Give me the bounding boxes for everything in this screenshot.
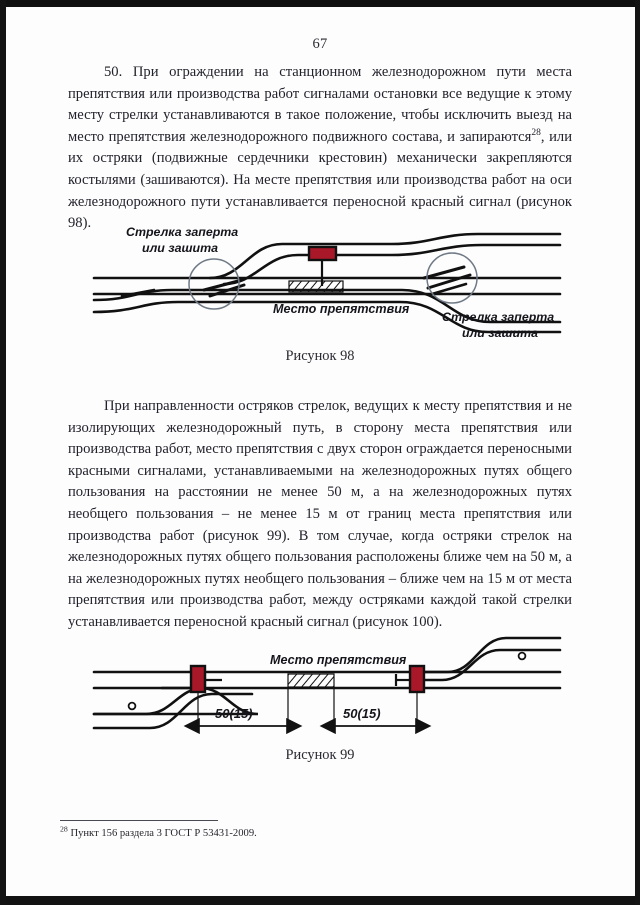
- scan-edge-bottom: [0, 896, 640, 905]
- label-switch-right-line1: Стрелка заперта: [442, 310, 554, 324]
- figure-99: Место препятствия 50(15) 50(15): [92, 628, 562, 740]
- switch-left-outer-blade: [120, 288, 156, 298]
- label-obstacle-99: Место препятствия: [270, 653, 407, 667]
- footnote-separator: [60, 820, 218, 821]
- track-left-diverging-c: [92, 692, 254, 730]
- paragraph-51: При направленности остряков стрелок, вед…: [68, 396, 572, 634]
- paragraph-51-text: При направленности остряков стрелок, вед…: [68, 398, 572, 630]
- label-switch-left-line1: Стрелка заперта: [126, 225, 238, 239]
- scan-edge-right: [635, 0, 640, 905]
- footnote-reference-28[interactable]: 28: [531, 127, 541, 138]
- label-switch-left-line2: или зашита: [142, 241, 218, 255]
- obstacle-hatched-area: [288, 280, 344, 293]
- figure-99-caption: Рисунок 99: [285, 747, 355, 763]
- portable-red-signal-left: [189, 664, 222, 694]
- scan-edge-left: [0, 0, 6, 905]
- track-right-diverging-a: [410, 636, 562, 674]
- switch-right-blade-a: [422, 265, 466, 280]
- portable-red-signal-right: [394, 664, 426, 694]
- paragraph-50-text-after-footnote: , или их остряки (подвижные сердечники к…: [68, 128, 573, 232]
- footnote-marker: 28: [60, 824, 68, 834]
- switch-right-highlight-circle: [426, 252, 478, 304]
- portable-red-signal: [307, 245, 338, 262]
- reference-marker-right: [517, 651, 527, 661]
- paragraph-50: 50. При ограждении на станционном железн…: [68, 62, 572, 235]
- label-distance-right: 50(15): [343, 706, 381, 721]
- figure-98: Стрелка заперта или зашита Место препятс…: [92, 222, 562, 342]
- page-number: 67: [312, 36, 328, 52]
- label-obstacle-98: Место препятствия: [273, 302, 410, 316]
- track-upper-outer: [208, 232, 562, 280]
- scan-edge-top: [0, 0, 640, 7]
- track-lower-outer-a: [92, 288, 562, 324]
- switch-right-blade-b: [426, 273, 472, 290]
- track-lower-outer-b: [92, 300, 562, 334]
- footnote-text: Пункт 156 раздела 3 ГОСТ Р 53431-2009.: [67, 828, 257, 839]
- switch-left-blade-a: [202, 278, 244, 292]
- footnote-28: 28 Пункт 156 раздела 3 ГОСТ Р 53431-2009…: [60, 824, 500, 841]
- switch-left-highlight-circle: [188, 258, 240, 310]
- label-distance-left: 50(15): [215, 706, 253, 721]
- track-upper-inner: [222, 243, 562, 286]
- label-switch-right-line2: или зашита: [462, 326, 538, 340]
- figure-98-caption: Рисунок 98: [285, 348, 355, 364]
- reference-marker-left: [127, 701, 137, 711]
- track-left-diverging-b: [92, 686, 206, 716]
- obstacle-hatched-area-99: [287, 673, 335, 688]
- track-right-diverging-b: [408, 648, 562, 682]
- figure-99-drawing: Место препятствия 50(15) 50(15): [92, 636, 562, 735]
- switch-right-blade-c: [430, 282, 468, 296]
- paragraph-50-text-before-footnote: 50. При ограждении на станционном железн…: [68, 64, 572, 145]
- paper-surface: [6, 7, 635, 896]
- figure-98-drawing: Стрелка заперта или зашита Место препятс…: [92, 225, 562, 340]
